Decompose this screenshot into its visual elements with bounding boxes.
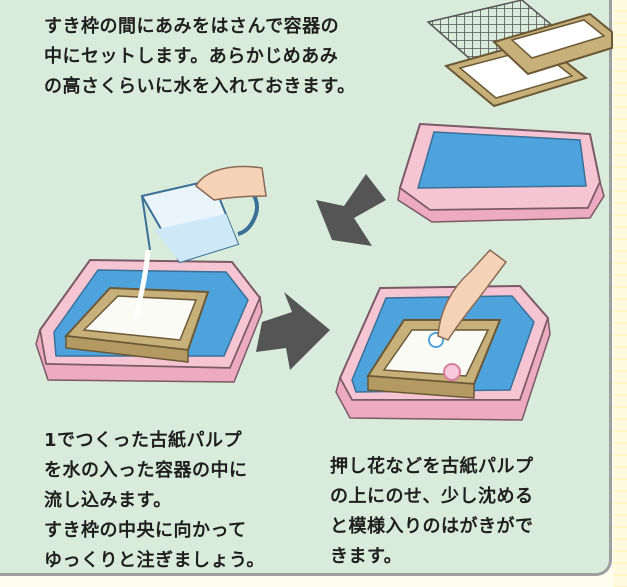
mold-frame-side (65, 335, 189, 363)
tray-side (35, 295, 263, 383)
step2-line: 1でつくった古紙パルプ (44, 430, 243, 451)
step2-line: すき枠の中央に向かって (44, 520, 247, 541)
pitcher-water (154, 214, 238, 262)
step1-line: の高さくらいに水を入れておきます。 (44, 76, 356, 97)
pouring-illustration (35, 165, 267, 383)
container-water (417, 131, 587, 189)
top-frame-opening (510, 19, 606, 59)
step1-text: すき枠の間にあみをはさんで容器の 中にセットします。あらかじめあみ の高さくらい… (44, 12, 356, 102)
step2-line: ゆっくりと注ぎましょう。 (44, 550, 265, 571)
arrow-down-left-icon (316, 174, 386, 246)
container-side (397, 179, 605, 223)
flower-pink-icon (443, 363, 461, 381)
hand (195, 165, 267, 201)
mold-frame-side (367, 375, 475, 399)
step3-line: 押し花などを古紙パルプ (330, 456, 534, 477)
pressing-flowers-illustration (335, 248, 551, 421)
hand (437, 248, 508, 341)
arrow-right-icon (256, 292, 330, 370)
water-stream (133, 249, 151, 319)
step3-line: きます。 (330, 546, 403, 567)
side-stripe (613, 0, 627, 587)
tray-side (335, 317, 551, 421)
step2-line: を水の入った容器の中に (44, 460, 248, 481)
step1-line: 中にセットします。あらかじめあみ (44, 46, 339, 67)
step2-text: 1でつくった古紙パルプ を水の入った容器の中に 流し込みます。 すき枠の中央に向… (44, 426, 265, 576)
pitcher-spout (141, 195, 151, 251)
water-container-illustration (397, 122, 605, 223)
pulp-surface (382, 329, 490, 377)
frame-and-mesh-illustration (426, 0, 613, 108)
pulp-surface (82, 295, 198, 341)
step3-text: 押し花などを古紙パルプ の上にのせ、少し沈める と模様入りのはがきがで きます。 (330, 452, 534, 572)
step3-line: と模様入りのはがきがで (330, 516, 534, 537)
step2-line: 流し込みます。 (44, 490, 172, 511)
step1-line: すき枠の間にあみをはさんで容器の (44, 16, 340, 37)
step3-line: の上にのせ、少し沈める (330, 486, 534, 507)
